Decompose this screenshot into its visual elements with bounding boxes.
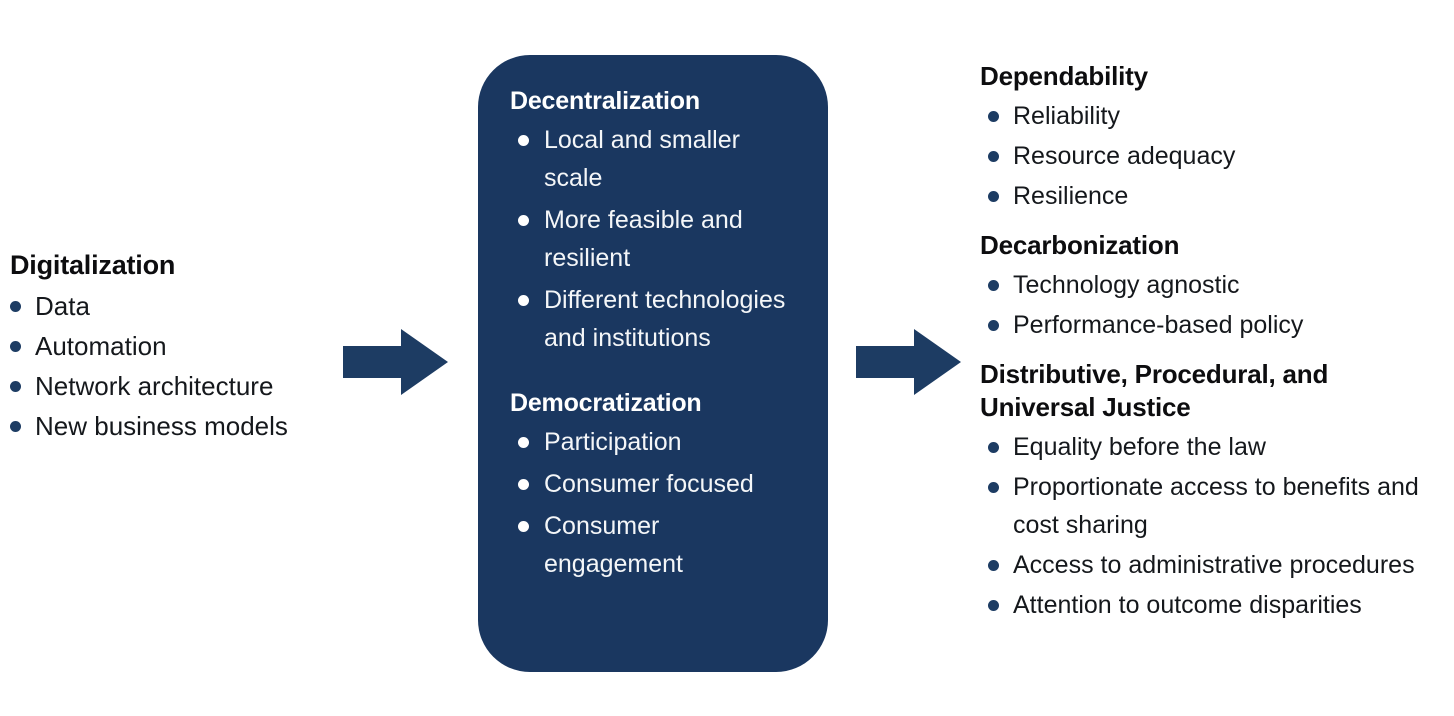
list-item-label: Access to administrative procedures — [1013, 551, 1415, 579]
decarbonization-heading: Decarbonization — [980, 230, 1180, 260]
justice-group: Distributive, Procedural, and Universal … — [980, 358, 1450, 624]
bullet-dot-icon — [518, 521, 529, 532]
bullet-dot-icon — [988, 320, 999, 331]
list-item: Proportionate access to benefits and cos… — [980, 468, 1450, 544]
bullet-dot-icon — [988, 600, 999, 611]
bullet-dot-icon — [988, 560, 999, 571]
list-item: Data — [10, 287, 350, 325]
list-item-label: Attention to outcome disparities — [1013, 591, 1362, 619]
list-item-label: Resilience — [1013, 182, 1129, 210]
bullet-dot-icon — [518, 479, 529, 490]
list-item-label: Consumer engagement — [544, 512, 684, 578]
center-panel: Decentralization Local and smaller scale… — [478, 55, 828, 672]
list-item: More feasible and resilient — [510, 201, 804, 277]
bullet-dot-icon — [10, 301, 21, 312]
dependability-bullet-list: Reliability Resource adequacy Resilience — [980, 97, 1450, 215]
arrow-right-icon — [343, 329, 448, 395]
list-item: Technology agnostic — [980, 266, 1450, 304]
list-item: Reliability — [980, 97, 1450, 135]
bullet-dot-icon — [988, 111, 999, 122]
list-item-label: Data — [35, 291, 90, 321]
bullet-dot-icon — [988, 482, 999, 493]
list-item-label: Performance-based policy — [1013, 311, 1304, 339]
list-item-label: Resource adequacy — [1013, 142, 1236, 170]
list-item-label: Reliability — [1013, 102, 1120, 130]
bullet-dot-icon — [988, 442, 999, 453]
outcomes-column: Dependability Reliability Resource adequ… — [980, 60, 1450, 626]
list-item: Attention to outcome disparities — [980, 586, 1450, 624]
bullet-dot-icon — [10, 421, 21, 432]
democratization-heading: Democratization — [510, 389, 702, 417]
bullet-dot-icon — [988, 191, 999, 202]
bullet-dot-icon — [518, 437, 529, 448]
bullet-dot-icon — [10, 381, 21, 392]
democratization-bullet-list: Participation Consumer focused Consumer … — [510, 423, 804, 583]
justice-heading: Distributive, Procedural, and Universal … — [980, 359, 1329, 422]
bullet-dot-icon — [518, 215, 529, 226]
democratization-group: Democratization Participation Consumer f… — [510, 387, 804, 583]
digitalization-bullet-list: Data Automation Network architecture New… — [10, 287, 350, 445]
list-item: Resource adequacy — [980, 137, 1450, 175]
decarbonization-bullet-list: Technology agnostic Performance-based po… — [980, 266, 1450, 344]
list-item-label: Proportionate access to benefits and cos… — [1013, 473, 1419, 539]
dependability-group: Dependability Reliability Resource adequ… — [980, 60, 1450, 215]
list-item-label: Consumer focused — [544, 470, 754, 498]
list-item: Resilience — [980, 177, 1450, 215]
list-item-label: More feasible and resilient — [544, 206, 743, 272]
list-item: Consumer engagement — [510, 507, 804, 583]
list-item-label: Network architecture — [35, 371, 274, 401]
list-item-label: Participation — [544, 428, 682, 456]
list-item: Automation — [10, 327, 350, 365]
decentralization-heading: Decentralization — [510, 87, 700, 115]
bullet-dot-icon — [518, 295, 529, 306]
list-item-label: New business models — [35, 411, 288, 441]
list-item: Access to administrative procedures — [980, 546, 1450, 584]
list-item: Consumer focused — [510, 465, 804, 503]
list-item: Performance-based policy — [980, 306, 1450, 344]
justice-bullet-list: Equality before the law Proportionate ac… — [980, 428, 1450, 624]
list-item-label: Automation — [35, 331, 167, 361]
list-item-label: Equality before the law — [1013, 433, 1266, 461]
list-item-label: Technology agnostic — [1013, 271, 1240, 299]
decentralization-group: Decentralization Local and smaller scale… — [510, 85, 804, 357]
list-item: Network architecture — [10, 367, 350, 405]
list-item: Different technologies and institutions — [510, 281, 804, 357]
list-item: Equality before the law — [980, 428, 1450, 466]
digitalization-heading: Digitalization — [10, 250, 176, 280]
bullet-dot-icon — [988, 280, 999, 291]
arrow-right-icon — [856, 329, 961, 395]
list-item-label: Different technologies and institutions — [544, 286, 786, 352]
list-item: Local and smaller scale — [510, 121, 804, 197]
list-item: Participation — [510, 423, 804, 461]
bullet-dot-icon — [988, 151, 999, 162]
bullet-dot-icon — [518, 135, 529, 146]
list-item: New business models — [10, 407, 350, 445]
digitalization-column: Digitalization Data Automation Network a… — [10, 248, 350, 447]
decarbonization-group: Decarbonization Technology agnostic Perf… — [980, 229, 1450, 344]
bullet-dot-icon — [10, 341, 21, 352]
dependability-heading: Dependability — [980, 61, 1148, 91]
list-item-label: Local and smaller scale — [544, 126, 740, 192]
decentralization-bullet-list: Local and smaller scale More feasible an… — [510, 121, 804, 357]
